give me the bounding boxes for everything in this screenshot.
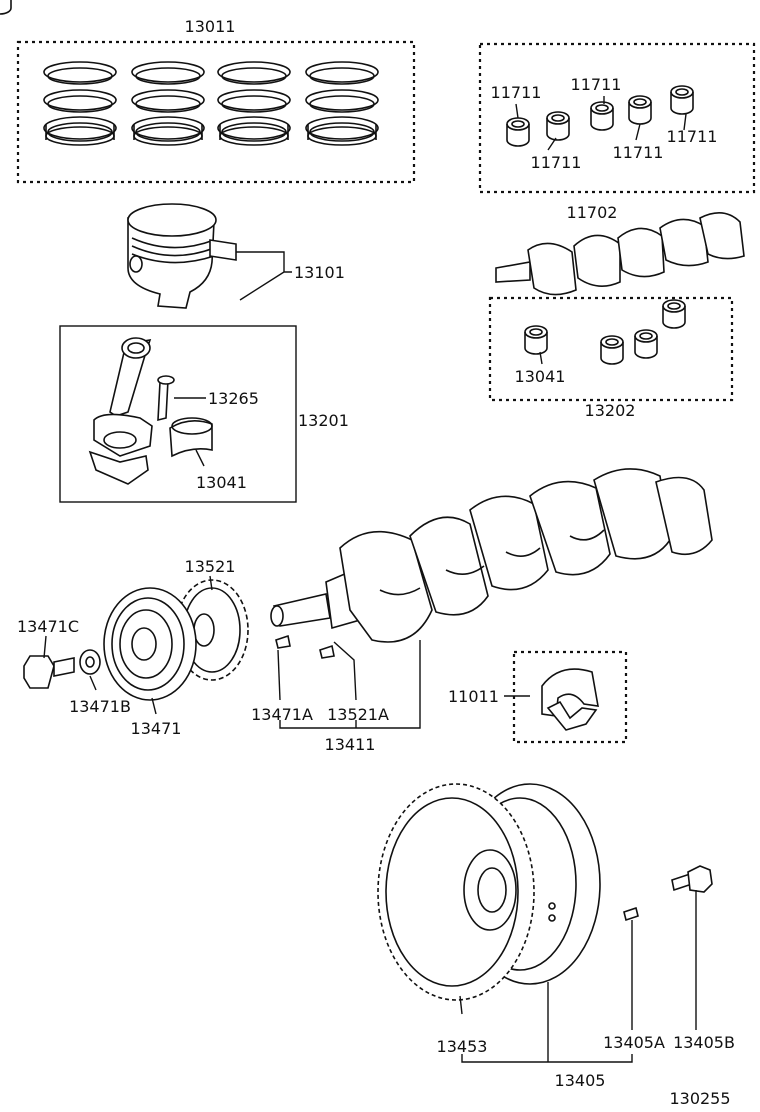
label-bearing-upper-2: 11711	[531, 153, 582, 172]
label-diagram-code: 130255	[669, 1089, 730, 1108]
flywheel-bolt	[671, 865, 713, 893]
label-flywheel: 13405	[555, 1071, 606, 1090]
label-piston-ring-set: 13011	[185, 17, 236, 36]
label-bearing-upper-3: 11711	[571, 75, 622, 94]
label-piston: 13101	[294, 263, 345, 282]
connecting-rod-assembly	[59, 325, 297, 503]
label-pin: 13405A	[603, 1033, 665, 1052]
leader-pulley	[151, 697, 157, 715]
leader-timing-gear	[209, 575, 213, 591]
main-bearing-set-lower	[488, 296, 734, 402]
label-bearing-upper-5: 11711	[667, 127, 718, 146]
crank-pulley	[103, 587, 197, 701]
piston	[127, 203, 292, 309]
woodruff-key-b	[319, 644, 335, 659]
crankshaft-sketch	[495, 212, 745, 296]
dowel-pin	[623, 906, 639, 922]
main-bearing-set-upper	[0, 0, 756, 194]
label-pulley-bolt: 13471C	[17, 617, 79, 636]
label-conrod-assy: 13201	[298, 411, 349, 430]
label-rod-bolt: 13265	[208, 389, 259, 408]
label-bearing-upper-4: 11711	[613, 143, 664, 162]
flywheel-assembly	[377, 783, 601, 1001]
label-bearing-upper-1: 11711	[491, 83, 542, 102]
leader-crankshaft	[279, 640, 421, 729]
leader-flywheel	[461, 982, 633, 1063]
label-crankshaft: 13411	[325, 735, 376, 754]
label-rod-bearing-2: 13041	[515, 367, 566, 386]
pulley-bolt	[23, 655, 75, 689]
leader-bolt	[43, 635, 47, 659]
label-rod-bearing: 13041	[196, 473, 247, 492]
leader-washer	[89, 675, 97, 691]
label-key-a: 13471A	[251, 705, 313, 724]
label-timing-gear: 13521	[185, 557, 236, 576]
label-flywheel-bolt: 13405B	[673, 1033, 735, 1052]
label-pulley: 13471	[131, 719, 182, 738]
label-thrust-washer: 11011	[448, 687, 499, 706]
leader-key-b	[333, 641, 357, 701]
label-key-b: 13521A	[327, 705, 389, 724]
pulley-washer	[79, 649, 101, 675]
crankshaft	[270, 468, 713, 643]
label-bearing-set-lower: 13202	[585, 401, 636, 420]
label-bearing-set-upper: 11702	[567, 203, 618, 222]
leader-ring-gear	[459, 995, 463, 1015]
label-pulley-washer: 13471B	[69, 697, 131, 716]
label-ring-gear: 13453	[437, 1037, 488, 1056]
woodruff-key-a	[275, 634, 291, 649]
piston-ring-set	[16, 40, 416, 184]
leader-key-a	[277, 649, 281, 701]
thrust-washer-set	[512, 650, 628, 744]
